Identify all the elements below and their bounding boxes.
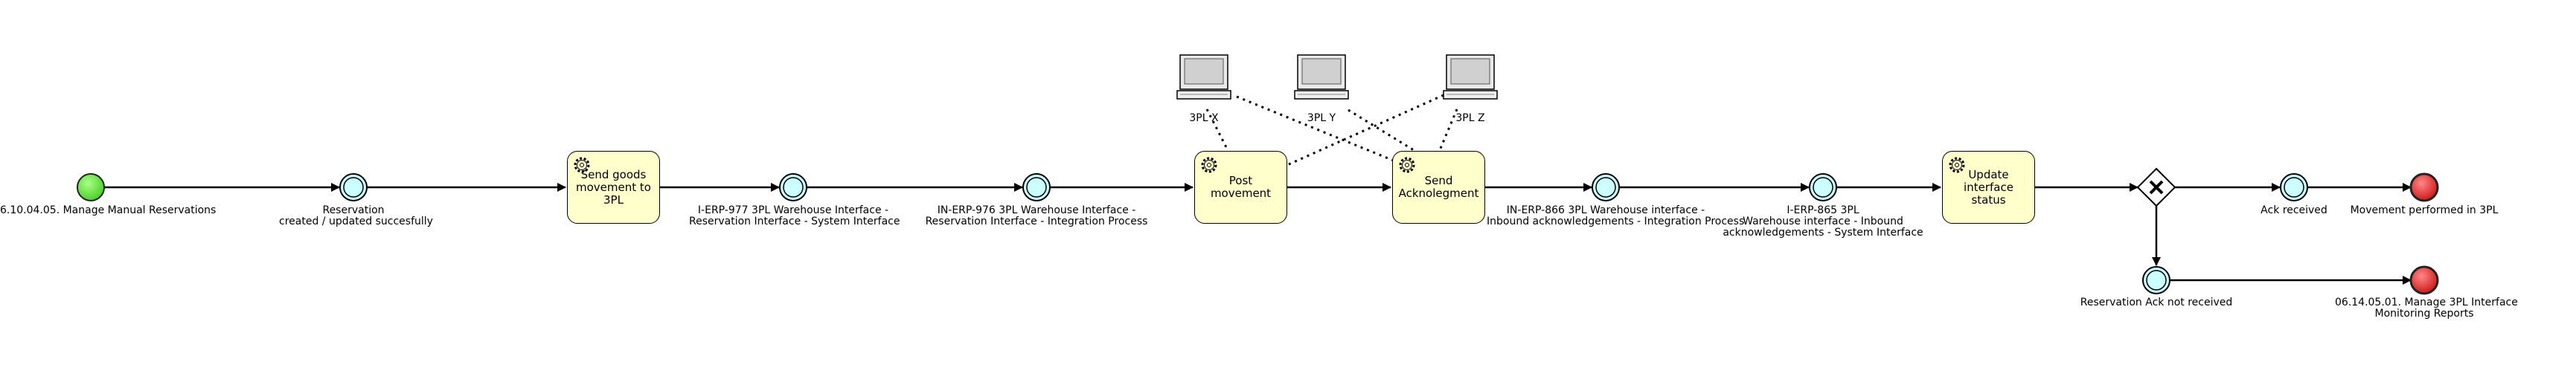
end-event-manage-reports[interactable] — [2409, 265, 2439, 295]
task-update-status[interactable]: Update interface status — [1942, 151, 2035, 224]
task-post-movement[interactable]: Post movement — [1194, 151, 1287, 224]
event-inerp976-label: IN-ERP-976 3PL Warehouse Interface - Res… — [925, 204, 1148, 227]
start-event-label: 6.10.04.05. Manage Manual Reservations — [0, 204, 217, 216]
event-inerp866[interactable] — [1592, 173, 1620, 201]
event-ack-received-label: Ack received — [2261, 204, 2327, 216]
gear-icon — [1399, 157, 1415, 173]
event-reservation-ack-not-received-label: Reservation Ack not received — [2080, 297, 2233, 308]
assoc-3plx-post — [1205, 109, 1229, 151]
computer-icon-3pl-y — [1294, 54, 1349, 100]
end-event-movement-performed[interactable] — [2409, 172, 2439, 202]
gateway-x-icon — [2149, 180, 2164, 195]
event-inerp866-label: IN-ERP-866 3PL Warehouse interface - Inb… — [1487, 204, 1745, 227]
event-inerp976[interactable] — [1022, 173, 1051, 201]
end-event-manage-reports-label: 06.14.05.01. Manage 3PL Interface Monito… — [2335, 297, 2518, 320]
event-ierp865-label: I-ERP-865 3PL Warehouse interface - Inbo… — [1723, 204, 1923, 239]
system-label-3pl-y: 3PL Y — [1307, 112, 1336, 124]
intermediate-events — [339, 173, 2308, 294]
task-label: Send goods movement to 3PL — [576, 167, 651, 207]
exclusive-gateway[interactable] — [2136, 167, 2176, 207]
event-ierp977-label: I-ERP-977 3PL Warehouse Interface - Rese… — [689, 204, 900, 227]
end-event-movement-performed-label: Movement performed in 3PL — [2350, 204, 2499, 216]
assoc-3plz-send-ack — [1438, 109, 1458, 151]
gear-icon — [1949, 157, 1965, 173]
system-label-3pl-x: 3PL X — [1189, 112, 1219, 124]
gear-icon — [574, 157, 590, 173]
sequence-flows — [104, 183, 2412, 285]
assoc-3plz-post — [1287, 94, 1444, 166]
gear-icon — [1201, 157, 1217, 173]
event-ierp977[interactable] — [779, 173, 807, 201]
event-reservation[interactable] — [339, 173, 368, 201]
task-send-goods[interactable]: Send goods movement to 3PL — [567, 151, 660, 224]
system-label-3pl-z: 3PL Z — [1455, 112, 1485, 124]
computer-icon-3pl-z — [1443, 54, 1498, 100]
event-reservation-label: Reservation created / updated succesfull… — [279, 204, 433, 227]
event-reservation-ack-not-received[interactable] — [2142, 266, 2170, 294]
event-ierp865[interactable] — [1809, 173, 1837, 201]
assoc-3ply-send-ack — [1348, 109, 1414, 152]
event-ack-received[interactable] — [2280, 173, 2308, 201]
associations — [1205, 94, 1458, 167]
computer-icon-3pl-x — [1176, 54, 1231, 100]
task-label: Send Acknolegment — [1398, 174, 1479, 200]
task-send-ack[interactable]: Send Acknolegment — [1392, 151, 1485, 224]
task-label: Update interface status — [1964, 167, 2013, 207]
start-event[interactable] — [77, 173, 105, 201]
task-label: Post movement — [1210, 174, 1272, 200]
